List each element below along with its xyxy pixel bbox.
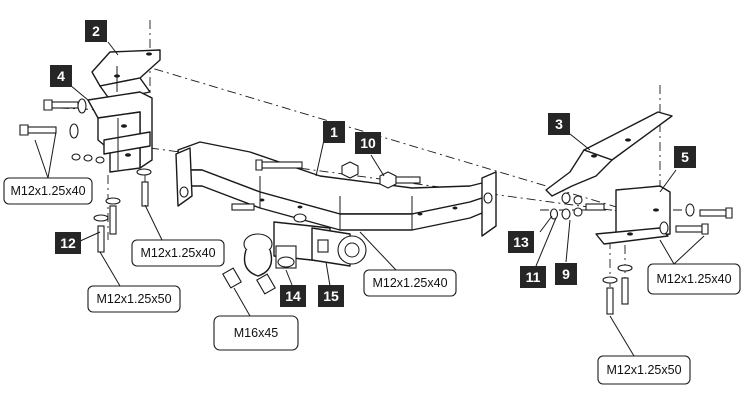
spec-box-center-bolt: M12x1.25x40 (363, 269, 457, 297)
part-number-10: 10 (355, 132, 381, 154)
svg-text:3: 3 (555, 116, 563, 132)
svg-text:M12x1.25x50: M12x1.25x50 (96, 292, 171, 306)
svg-text:M12x1.25x40: M12x1.25x40 (372, 276, 447, 290)
svg-text:12: 12 (60, 235, 76, 251)
socket-bracket (311, 227, 367, 267)
left-bracket-bolts (19, 98, 152, 253)
right-vertical-bolts (602, 264, 633, 315)
svg-text:1: 1 (330, 124, 338, 140)
left-nuts (71, 153, 105, 164)
beam-center-bolt (255, 159, 303, 171)
part-number-5: 5 (674, 146, 696, 168)
right-bracket-bolts (549, 192, 733, 235)
svg-text:M12x1.25x50: M12x1.25x50 (606, 363, 681, 377)
svg-text:11: 11 (526, 269, 541, 285)
part-number-1: 1 (323, 121, 345, 143)
part-number-14: 14 (280, 285, 306, 307)
spec-box-right-vertical-bolt: M12x1.25x50 (597, 355, 691, 385)
svg-text:M12x1.25x40: M12x1.25x40 (140, 246, 215, 260)
part-number-2: 2 (85, 20, 107, 42)
svg-text:4: 4 (57, 68, 65, 84)
svg-text:M16x45: M16x45 (234, 326, 279, 340)
spec-box-ball-bolt: M16x45 (213, 315, 299, 351)
part-number-13: 13 (508, 231, 534, 253)
beam-left-flange (175, 147, 193, 207)
left-bolt-lower (19, 123, 79, 139)
svg-text:13: 13 (513, 234, 529, 250)
main-crossbar (177, 141, 495, 231)
right-lower-bracket (595, 185, 671, 245)
svg-text:2: 2 (92, 23, 100, 39)
svg-text:10: 10 (360, 135, 376, 151)
leader-lines (34, 41, 705, 357)
beam-lower-bolt (231, 203, 255, 211)
svg-text:15: 15 (323, 288, 339, 304)
svg-text:5: 5 (681, 149, 689, 165)
part-number-11: 11 (520, 266, 546, 288)
left-bolt-upper (43, 98, 87, 114)
right-upper-bracket (545, 111, 673, 197)
spec-box-left-vertical-bolt: M12x1.25x50 (87, 285, 181, 313)
spec-box-left-lower-bolt: M12x1.25x40 (131, 239, 225, 267)
part-number-15: 15 (318, 285, 344, 307)
left-lower-bracket (87, 91, 153, 173)
part-number-3: 3 (548, 113, 570, 135)
svg-text:14: 14 (285, 288, 301, 304)
svg-text:M12x1.25x40: M12x1.25x40 (656, 272, 731, 286)
left-vertical-bolts (93, 168, 152, 253)
part-number-12: 12 (55, 232, 81, 254)
svg-text:M12x1.25x40: M12x1.25x40 (10, 184, 85, 198)
left-upper-bracket (91, 49, 161, 101)
svg-text:9: 9 (562, 266, 570, 282)
ball-bolts (222, 267, 276, 295)
nut-part-10 (341, 161, 421, 189)
spec-box-right-bracket-bolt: M12x1.25x40 (647, 263, 741, 295)
part-number-4: 4 (50, 65, 72, 87)
part-number-9: 9 (555, 263, 577, 285)
beam-right-flange (481, 171, 497, 237)
spec-box-left-bracket-bolt: M12x1.25x40 (3, 177, 93, 205)
